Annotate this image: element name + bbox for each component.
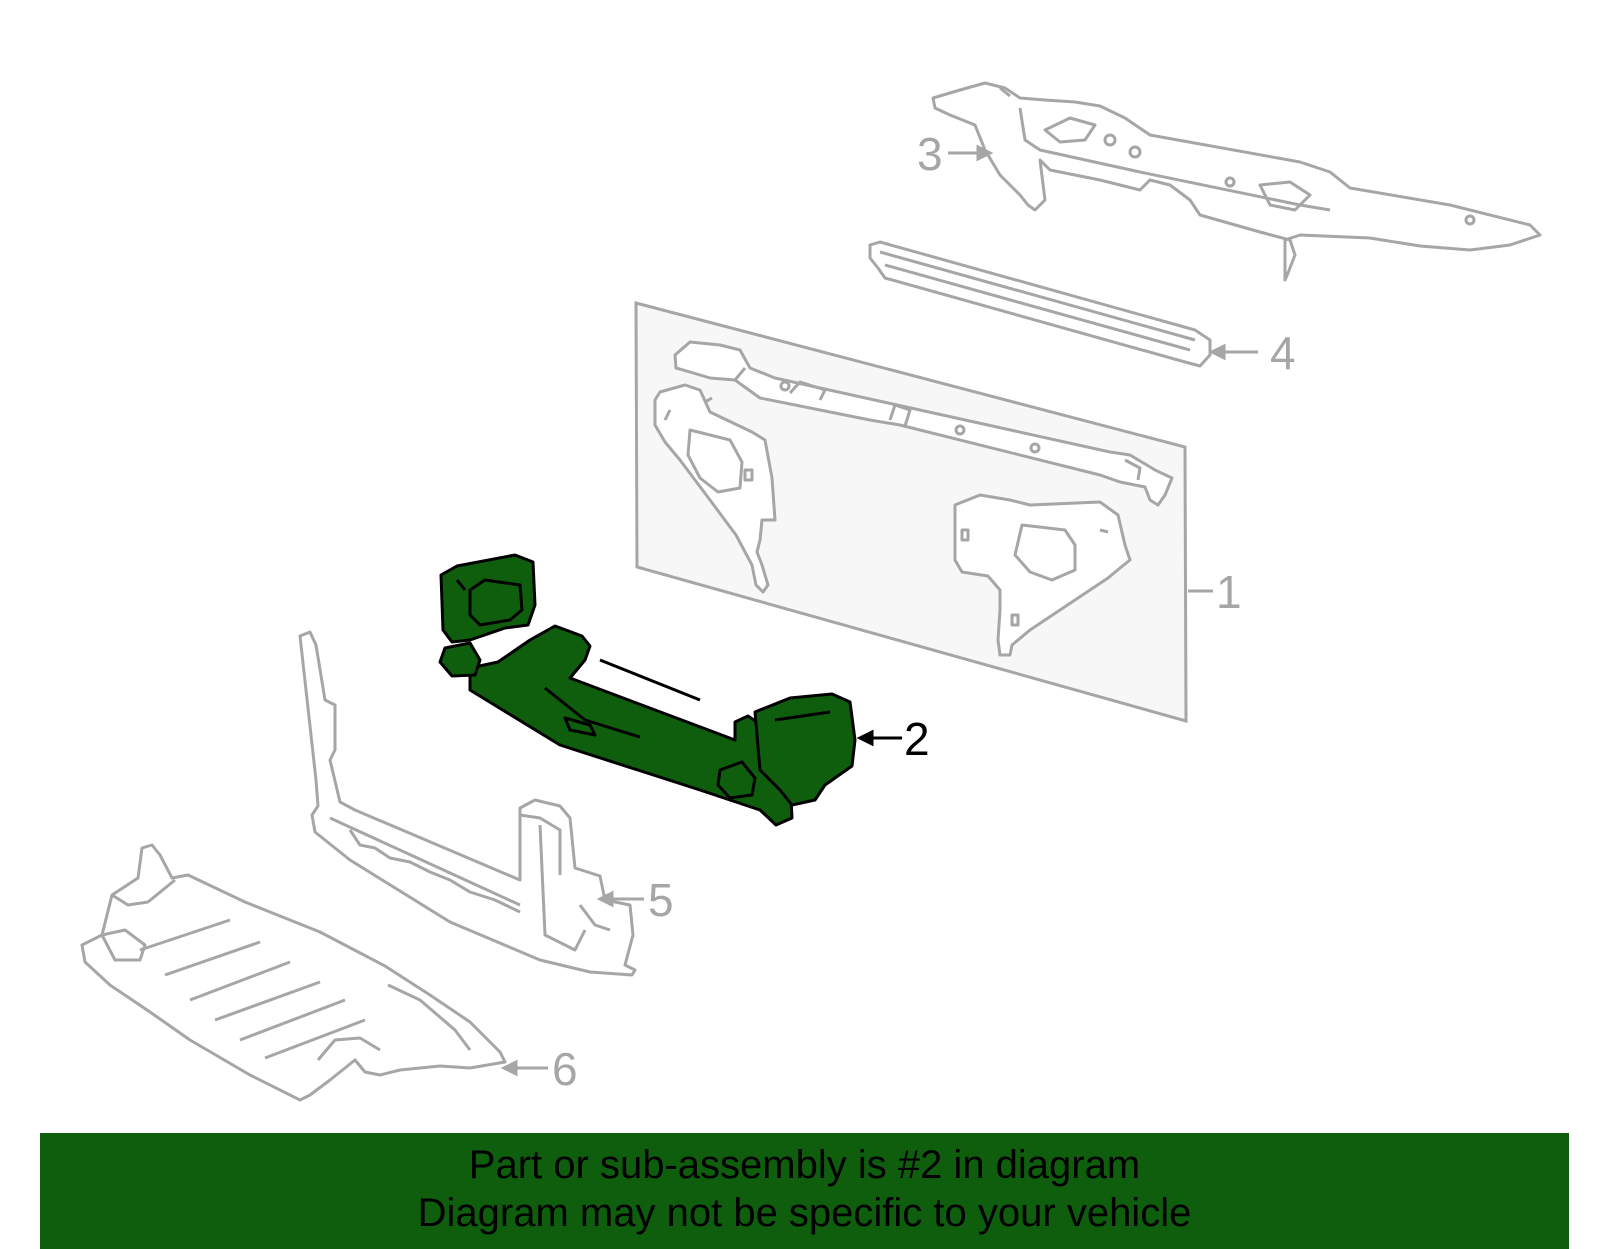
callout-label-3: 3 <box>917 128 943 180</box>
part-5-air-deflector <box>298 630 637 977</box>
callout-label-5: 5 <box>648 874 674 926</box>
part-2-lower-tie-bar <box>438 553 857 827</box>
info-banner: Part or sub-assembly is #2 in diagram Di… <box>40 1133 1569 1249</box>
callout-label-1: 1 <box>1216 566 1242 618</box>
banner-line-2: Diagram may not be specific to your vehi… <box>417 1191 1192 1235</box>
part-6-splash-shield <box>80 843 507 1102</box>
callout-label-6: 6 <box>552 1043 578 1095</box>
part-1-radiator-support <box>634 301 1188 723</box>
callout-label-4: 4 <box>1270 327 1296 379</box>
callout-label-2: 2 <box>904 713 930 765</box>
callout-leaders <box>500 144 1258 1077</box>
banner-line-1: Part or sub-assembly is #2 in diagram <box>468 1143 1141 1187</box>
part-3-upper-tie-bar <box>931 81 1542 282</box>
part-4-filler-strip <box>868 240 1212 368</box>
